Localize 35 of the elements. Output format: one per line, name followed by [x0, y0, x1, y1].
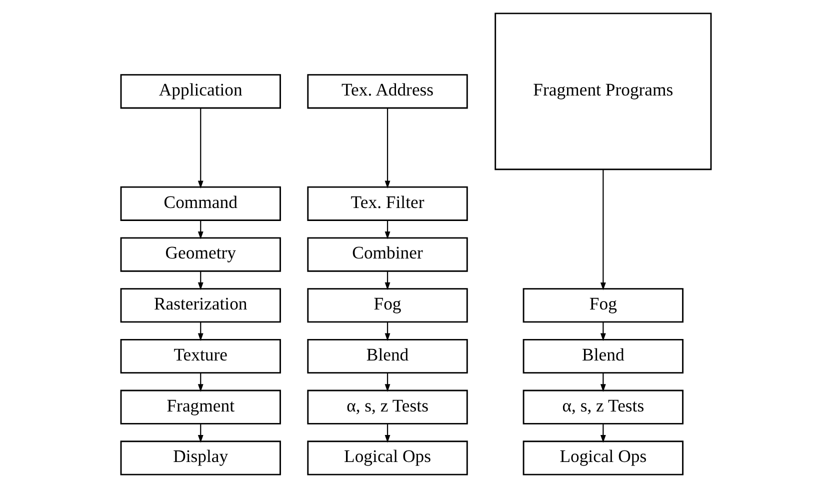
node-box: Fog [522, 288, 684, 322]
node-box: Fragment [120, 389, 280, 424]
arrow [384, 108, 390, 188]
arrow [197, 108, 203, 188]
node-box: Tex. Address [306, 74, 468, 108]
node-box: Fog [306, 288, 468, 322]
arrow [384, 322, 390, 341]
arrow [384, 220, 390, 239]
node-box: Display [120, 440, 280, 475]
arrow [197, 424, 203, 442]
node-box: α, s, z Tests [306, 389, 468, 424]
arrow [384, 271, 390, 290]
arrow [197, 220, 203, 239]
node-box: α, s, z Tests [522, 389, 684, 424]
arrow [197, 271, 203, 290]
arrow [197, 372, 203, 392]
node-box: Rasterization [120, 288, 280, 322]
node-box: Blend [306, 338, 468, 374]
arrow [600, 169, 606, 290]
node-box: Fragment Programs [494, 12, 712, 170]
node-box: Combiner [306, 236, 468, 272]
node-box: Command [120, 186, 280, 220]
node-box: Logical Ops [306, 440, 468, 475]
node-box: Logical Ops [522, 440, 684, 475]
arrow [197, 322, 203, 341]
node-box: Geometry [120, 236, 280, 272]
node-box: Texture [120, 338, 280, 374]
arrow [384, 372, 390, 392]
arrow [600, 372, 606, 392]
arrow [600, 322, 606, 341]
arrow [600, 424, 606, 442]
node-box: Tex. Filter [306, 186, 468, 220]
node-box: Application [120, 74, 280, 108]
node-box: Blend [522, 338, 684, 374]
arrow [384, 424, 390, 442]
